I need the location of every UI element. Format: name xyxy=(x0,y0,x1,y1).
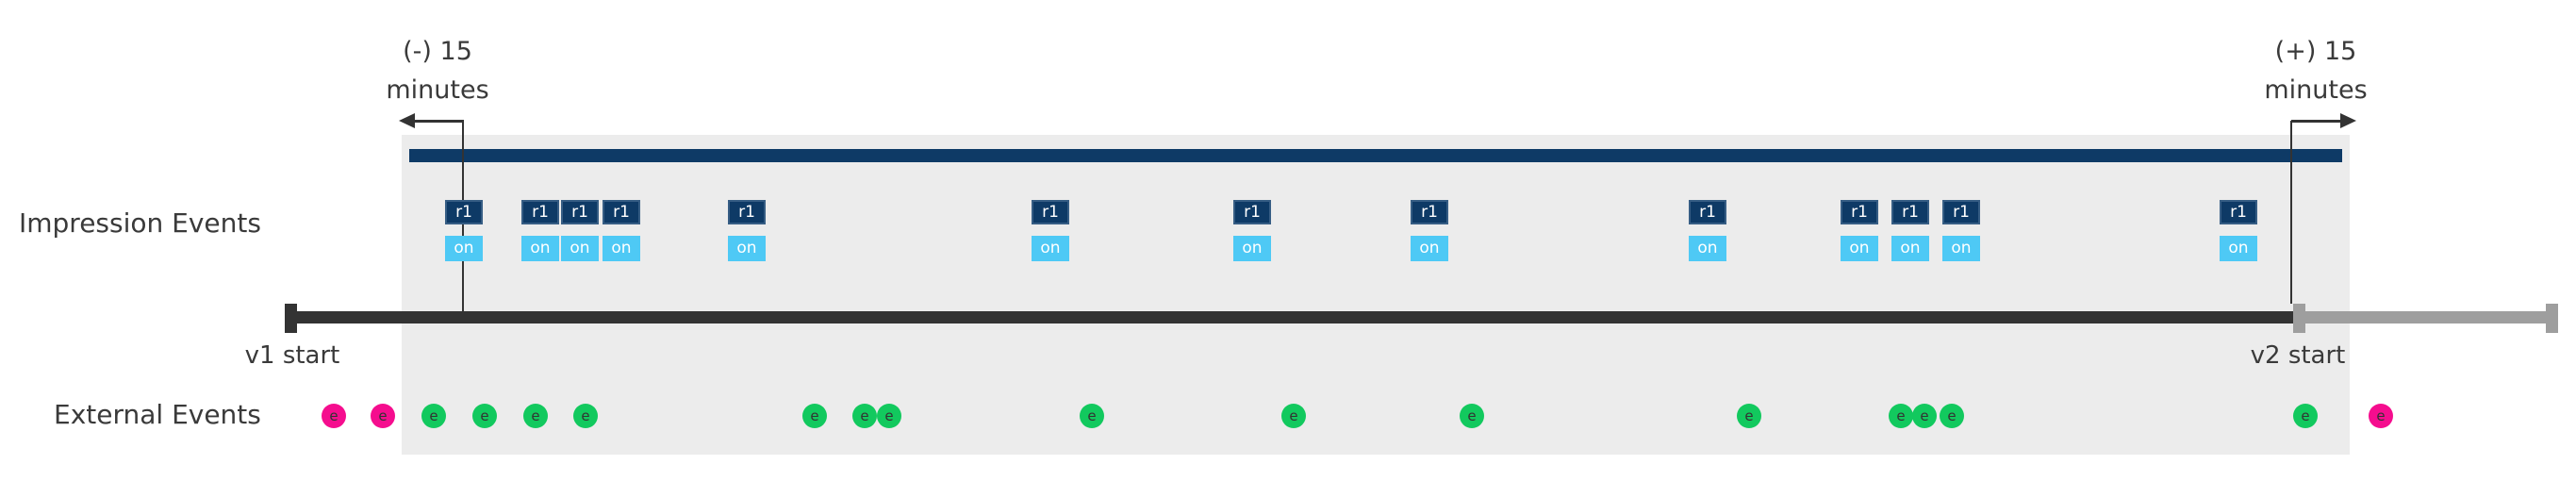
impression-r1-box: r1 xyxy=(1233,200,1271,224)
plus-15-marker-line xyxy=(2290,121,2292,304)
impression-r1-box: r1 xyxy=(2220,200,2257,224)
impression-on-box: on xyxy=(1032,236,1069,261)
impression-event: r1 on xyxy=(445,200,483,261)
external-event-dot-green: e xyxy=(421,404,446,428)
external-events-row-label: External Events xyxy=(54,399,261,430)
external-event-dot-green: e xyxy=(2293,404,2318,428)
minus-15-arrow-line xyxy=(413,120,464,123)
impression-on-box: on xyxy=(445,236,483,261)
external-event-dot-green: e xyxy=(802,404,827,428)
impression-event: r1 on xyxy=(2220,200,2257,261)
impression-events-row-label: Impression Events xyxy=(19,207,261,239)
plus-15-arrow-line xyxy=(2291,120,2342,123)
impression-on-box: on xyxy=(1942,236,1980,261)
v2-start-cap xyxy=(2293,304,2305,333)
impression-event: r1 on xyxy=(1411,200,1448,261)
impression-on-box: on xyxy=(521,236,559,261)
impression-event: r1 on xyxy=(728,200,766,261)
impression-r1-box: r1 xyxy=(1411,200,1448,224)
impression-event: r1 on xyxy=(1891,200,1929,261)
impression-event: r1 on xyxy=(1841,200,1878,261)
external-event-dot-green: e xyxy=(877,404,901,428)
impression-event: r1 on xyxy=(1233,200,1271,261)
timeline-v2-segment xyxy=(2293,311,2558,323)
impression-on-box: on xyxy=(1411,236,1448,261)
external-event-dot-green: e xyxy=(523,404,548,428)
impression-on-box: on xyxy=(1689,236,1726,261)
impression-event: r1 on xyxy=(1689,200,1726,261)
impression-r1-box: r1 xyxy=(521,200,559,224)
v2-start-label: v2 start xyxy=(2250,341,2346,370)
impression-event: r1 on xyxy=(1032,200,1069,261)
external-event-dot-green: e xyxy=(472,404,497,428)
data-window-panel xyxy=(402,135,2350,455)
impression-r1-box: r1 xyxy=(1032,200,1069,224)
external-event-dot-green: e xyxy=(1940,404,1964,428)
external-event-dot-green: e xyxy=(1460,404,1484,428)
v1-start-cap xyxy=(285,304,297,333)
impression-on-box: on xyxy=(2220,236,2257,261)
impression-on-box: on xyxy=(603,236,640,261)
impression-event: r1 on xyxy=(1942,200,1980,261)
impression-r1-box: r1 xyxy=(1841,200,1878,224)
impression-r1-box: r1 xyxy=(1891,200,1929,224)
external-event-dot-magenta: e xyxy=(371,404,395,428)
external-event-dot-magenta: e xyxy=(322,404,346,428)
impression-event: r1 on xyxy=(561,200,599,261)
timeline-end-cap xyxy=(2546,304,2558,333)
impression-r1-box: r1 xyxy=(445,200,483,224)
external-event-dot-green: e xyxy=(1080,404,1104,428)
impression-event: r1 on xyxy=(521,200,559,261)
impression-on-box: on xyxy=(1233,236,1271,261)
external-event-dot-green: e xyxy=(1281,404,1306,428)
impression-on-box: on xyxy=(728,236,766,261)
impression-r1-box: r1 xyxy=(1689,200,1726,224)
impression-on-box: on xyxy=(1891,236,1929,261)
impression-r1-box: r1 xyxy=(728,200,766,224)
impression-r1-box: r1 xyxy=(1942,200,1980,224)
left-arrow-icon xyxy=(399,113,415,128)
timeline-v1-segment xyxy=(290,311,2293,323)
external-event-dot-green: e xyxy=(1889,404,1913,428)
external-event-dot-green: e xyxy=(1912,404,1937,428)
impression-on-box: on xyxy=(1841,236,1878,261)
v1-start-label: v1 start xyxy=(244,341,340,370)
impression-event: r1 on xyxy=(603,200,640,261)
impression-on-box: on xyxy=(561,236,599,261)
minus-15-minutes-label: (-) 15 minutes xyxy=(386,37,489,105)
impression-r1-box: r1 xyxy=(603,200,640,224)
right-arrow-icon xyxy=(2340,113,2356,128)
external-event-dot-green: e xyxy=(573,404,598,428)
external-event-dot-green: e xyxy=(1737,404,1761,428)
impression-r1-box: r1 xyxy=(561,200,599,224)
plus-15-minutes-label: (+) 15 minutes xyxy=(2264,37,2368,105)
external-event-dot-green: e xyxy=(852,404,877,428)
external-event-dot-magenta: e xyxy=(2369,404,2393,428)
campaign-duration-bar xyxy=(409,149,2342,162)
